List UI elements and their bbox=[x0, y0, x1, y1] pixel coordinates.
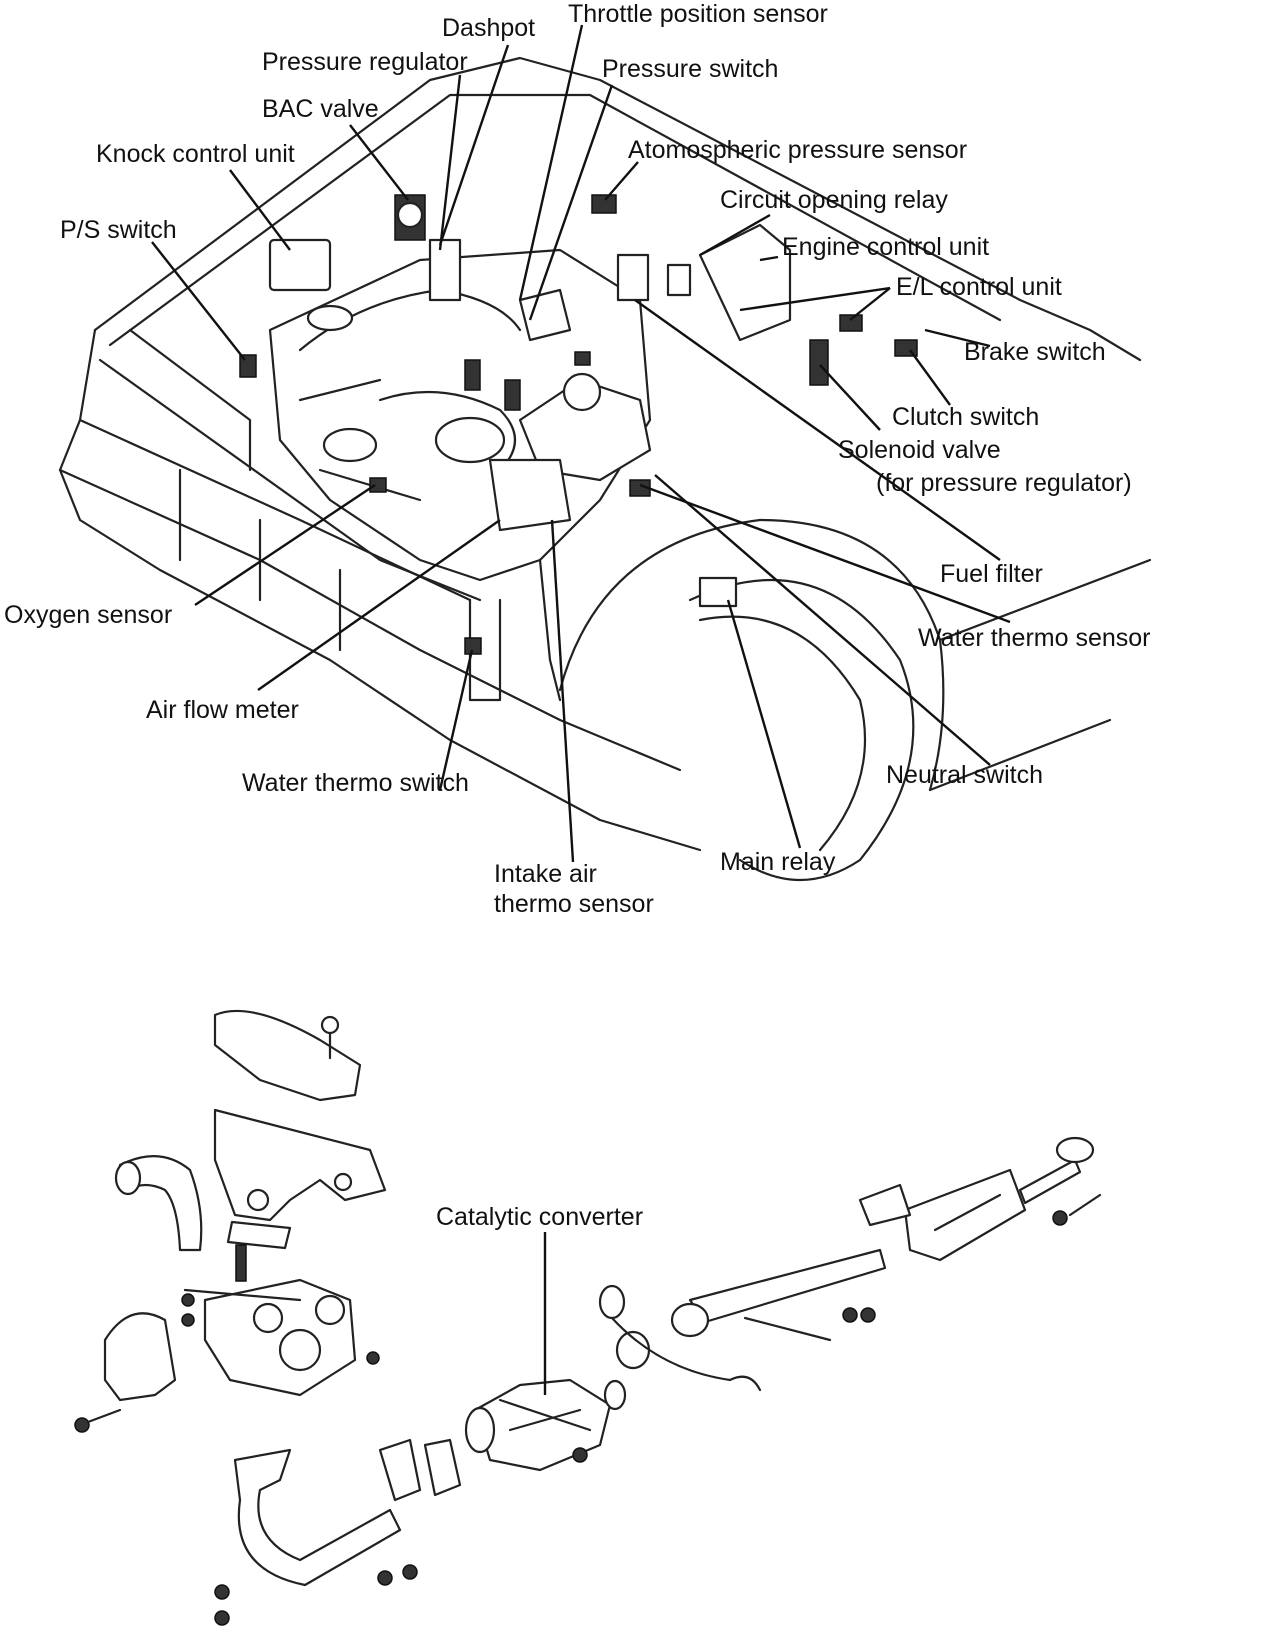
label-clutch-switch: Clutch switch bbox=[892, 403, 1039, 431]
label-knock-control-unit: Knock control unit bbox=[96, 140, 295, 168]
label-circuit-opening-relay: Circuit opening relay bbox=[720, 186, 948, 214]
label-dashpot: Dashpot bbox=[442, 14, 535, 42]
label-engine-control-unit: Engine control unit bbox=[782, 233, 989, 261]
label-solenoid-valve-note: (for pressure regulator) bbox=[876, 469, 1132, 497]
label-water-thermo-sensor: Water thermo sensor bbox=[918, 624, 1150, 652]
label-pressure-switch: Pressure switch bbox=[602, 55, 778, 83]
label-neutral-switch: Neutral switch bbox=[886, 761, 1043, 789]
label-el-control-unit: E/L control unit bbox=[896, 273, 1062, 301]
label-catalytic-converter: Catalytic converter bbox=[436, 1203, 643, 1231]
engine-labels: Dashpot Throttle position sensor Pressur… bbox=[4, 0, 1150, 918]
label-bac-valve: BAC valve bbox=[262, 95, 379, 123]
label-air-flow-meter: Air flow meter bbox=[146, 696, 299, 724]
label-intake-air: Intake air bbox=[494, 860, 597, 888]
label-throttle-position-sensor: Throttle position sensor bbox=[568, 0, 828, 28]
label-water-thermo-switch: Water thermo switch bbox=[242, 769, 469, 797]
label-oxygen-sensor: Oxygen sensor bbox=[4, 601, 172, 629]
label-main-relay: Main relay bbox=[720, 848, 836, 876]
label-atmospheric-pressure-sensor: Atomospheric pressure sensor bbox=[628, 136, 967, 164]
label-intake-air-thermo-sensor: thermo sensor bbox=[494, 890, 654, 918]
exhaust-system-illustration bbox=[74, 1009, 1102, 1626]
label-brake-switch: Brake switch bbox=[964, 338, 1106, 366]
engine-leader-lines bbox=[151, 24, 1011, 863]
engine-bay-illustration bbox=[58, 56, 1152, 882]
label-fuel-filter: Fuel filter bbox=[940, 560, 1043, 588]
label-solenoid-valve: Solenoid valve bbox=[838, 436, 1001, 464]
label-ps-switch: P/S switch bbox=[60, 216, 177, 244]
label-pressure-regulator: Pressure regulator bbox=[262, 48, 468, 76]
